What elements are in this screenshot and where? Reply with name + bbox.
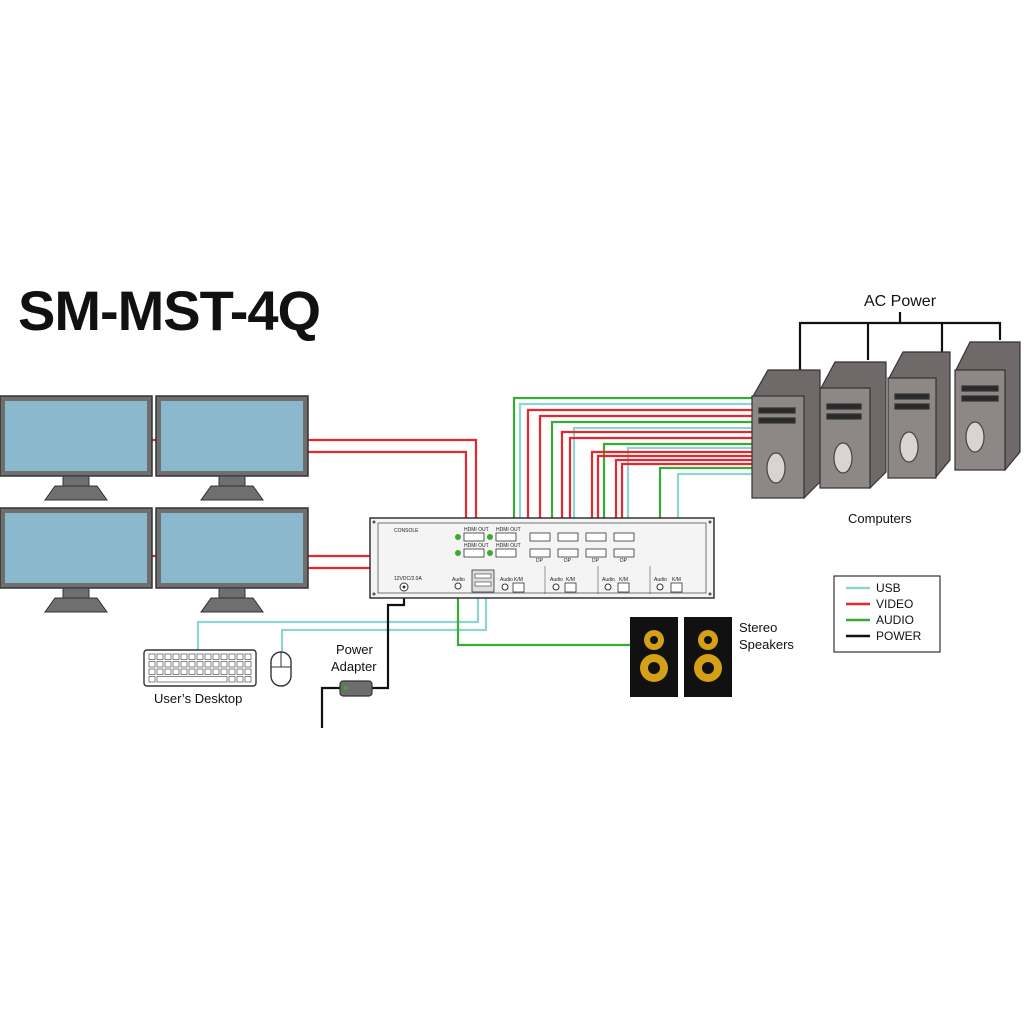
- svg-text:DP: DP: [536, 558, 544, 564]
- power-cable-wall: [320, 686, 340, 728]
- svg-text:HDMI OUT: HDMI OUT: [464, 543, 489, 549]
- power-adapter-label-line1: Power: [336, 642, 374, 657]
- video-cable-pc2-b: [568, 436, 752, 532]
- computer-tower-icon: [819, 361, 887, 490]
- svg-text:K/M: K/M: [514, 577, 523, 583]
- video-cable-pc1-a: [526, 408, 752, 532]
- svg-text:K/M: K/M: [672, 577, 681, 583]
- legend-label: VIDEO: [876, 597, 913, 611]
- users-desktop-label: User’s Desktop: [154, 691, 242, 706]
- speaker-icon: [630, 617, 678, 697]
- power-cable-kvm: [370, 590, 406, 690]
- video-cable-pc2-a: [560, 430, 752, 532]
- power-adapter-label-line2: Adapter: [331, 659, 377, 674]
- hdmi-ports: HDMI OUT HDMI OUT HDMI OUT HDMI OUT: [455, 527, 521, 558]
- svg-text:K/M: K/M: [566, 577, 575, 583]
- monitor-icon: [155, 507, 309, 613]
- stereo-speakers-label-line2: Speakers: [739, 637, 794, 652]
- stereo-speakers-label-line1: Stereo: [739, 620, 777, 635]
- speaker-icon: [684, 617, 732, 697]
- monitor-icon: [0, 395, 153, 501]
- kvm-switch: CONSOLE HDMI OUT HDMI OUT HDMI OUT HDMI …: [369, 517, 715, 599]
- svg-text:HDMI OUT: HDMI OUT: [496, 543, 521, 549]
- diagram-title: SM-MST-4Q: [18, 279, 321, 342]
- video-cable-pc4-b: [620, 462, 752, 532]
- computer-tower-icon: [887, 351, 951, 480]
- legend: USB VIDEO AUDIO POWER: [833, 575, 941, 653]
- ac-power-tree: [798, 312, 1002, 370]
- svg-text:K/M: K/M: [619, 577, 628, 583]
- legend-label: POWER: [876, 629, 922, 643]
- video-cable-monitor-tr: [306, 438, 478, 532]
- keyboard-icon: [143, 649, 257, 687]
- computer-tower-icon: [751, 369, 821, 500]
- svg-text:Audio: Audio: [500, 577, 513, 583]
- computers: [751, 341, 1021, 500]
- svg-text:Audio: Audio: [602, 577, 615, 583]
- svg-text:Audio: Audio: [452, 577, 465, 583]
- monitor-icon: [0, 507, 153, 613]
- usb-cable-keyboard: [196, 594, 480, 650]
- svg-text:DP: DP: [592, 558, 600, 564]
- legend-label: USB: [876, 581, 901, 595]
- power-input-label: 12VDC/2.0A: [394, 576, 422, 582]
- legend-label: AUDIO: [876, 613, 914, 627]
- audio-cable-speakers: [456, 592, 630, 647]
- usb-console-ports: [471, 569, 495, 593]
- computers-label: Computers: [848, 511, 912, 526]
- video-cable-pc4-a: [614, 458, 752, 532]
- dp-ports: DP DP DP DP: [529, 532, 635, 564]
- audio-km-ports: Audio Audio K/M Audio K/M Audio K/M Audi…: [452, 577, 683, 593]
- kvm-chassis: [369, 517, 715, 599]
- console-label: CONSOLE: [394, 528, 419, 534]
- video-cable-pc3-b: [596, 454, 752, 532]
- usb-cable-mouse: [280, 594, 488, 652]
- svg-text:Audio: Audio: [654, 577, 667, 583]
- video-cable-pc3-a: [590, 450, 752, 532]
- svg-text:Audio: Audio: [550, 577, 563, 583]
- svg-text:DP: DP: [620, 558, 628, 564]
- computer-tower-icon: [954, 341, 1021, 472]
- ac-power-label: AC Power: [864, 293, 937, 310]
- svg-text:DP: DP: [564, 558, 572, 564]
- svg-text:HDMI OUT: HDMI OUT: [464, 527, 489, 533]
- power-adapter-icon: [339, 680, 373, 697]
- svg-text:HDMI OUT: HDMI OUT: [496, 527, 521, 533]
- monitors: [0, 395, 309, 613]
- video-cable-monitor-tr-2: [306, 450, 468, 532]
- mouse-icon: [270, 651, 292, 687]
- video-cable-pc1-b: [538, 414, 752, 532]
- monitor-icon: [155, 395, 309, 501]
